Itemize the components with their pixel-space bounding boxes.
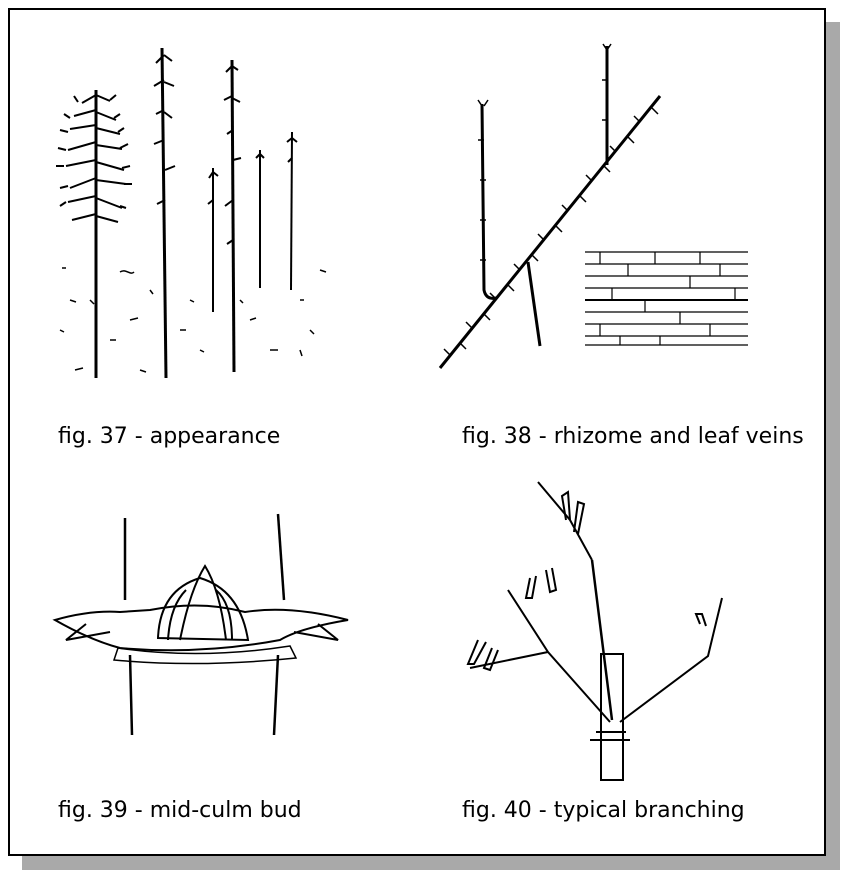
foliage: [56, 94, 132, 223]
figure-caption: fig. 39 - mid-culm bud: [58, 798, 302, 823]
illustration-plate: [8, 8, 826, 856]
figure-caption: fig. 37 - appearance: [58, 424, 281, 449]
leaf-veins-block: [585, 251, 748, 346]
figure-caption: fig. 40 - typical branching: [462, 798, 745, 823]
figure-caption: fig. 38 - rhizome and leaf veins: [462, 424, 804, 449]
